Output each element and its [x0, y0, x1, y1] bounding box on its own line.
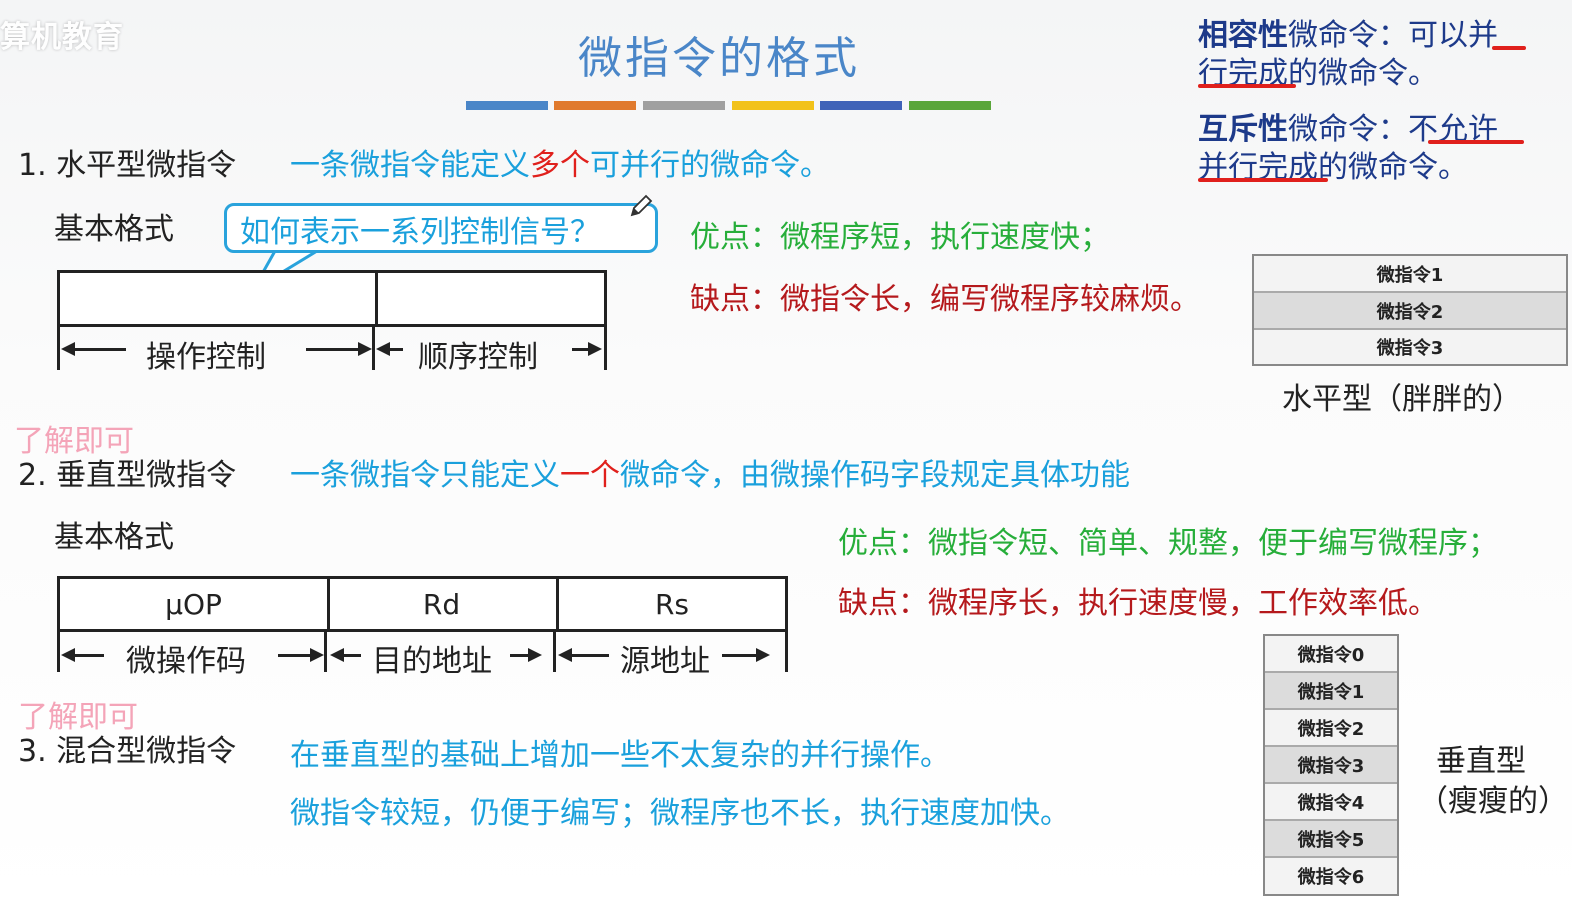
page-title: 微指令的格式: [578, 33, 860, 84]
mixed-heading: 3. 混合型微指令: [18, 734, 237, 769]
arrow-line: [306, 348, 364, 351]
arrow-line: [339, 654, 361, 657]
vertical-description: 一条微指令只能定义一个微命令，由微操作码字段规定具体功能: [290, 450, 1130, 494]
horizontal-heading: 1. 水平型微指令: [18, 148, 237, 183]
vertical-tick-right: [785, 632, 788, 672]
horizontal-format-box: [57, 270, 607, 327]
field-micro-opcode: 微操作码: [126, 644, 246, 679]
table-row: 微指令3: [1265, 747, 1397, 784]
field-destination-address: 目的地址: [372, 644, 492, 679]
horizontal-desc-emphasis: 多个: [530, 148, 590, 183]
title-bar-green: [909, 101, 991, 110]
vertical-desc-emphasis: 一个: [560, 458, 620, 493]
arrow-line: [385, 348, 403, 351]
compat-term: 相容性: [1198, 18, 1288, 53]
exclusive-underline-2: [1198, 178, 1328, 182]
vertical-microinstruction-table: 微指令0 微指令1 微指令2 微指令3 微指令4 微指令5 微指令6: [1263, 634, 1399, 896]
arrow-left-head: [61, 648, 75, 662]
vertical-format-box: μOP Rd Rs: [57, 576, 788, 632]
table-row: 微指令6: [1297, 867, 1365, 888]
vertical-desc-post: 微命令，由微操作码字段规定具体功能: [620, 458, 1130, 493]
compat-note-line1: 相容性微命令：可以并: [1198, 10, 1498, 54]
exclusive-note-line1: 互斥性微命令：不允许: [1198, 104, 1498, 148]
horizontal-pros: 优点：微程序短，执行速度快；: [690, 220, 1110, 255]
mixed-description-line2: 微指令较短，仍便于编写；微程序也不长，执行速度加快。: [290, 796, 1070, 831]
horizontal-microinstruction-table: 微指令1 微指令2 微指令3: [1252, 254, 1568, 366]
vertical-pros: 优点：微指令短、简单、规整，便于编写微程序；: [838, 526, 1498, 561]
cell-rs: Rs: [654, 587, 690, 621]
table-row: 微指令1: [1265, 673, 1397, 710]
pencil-icon: [630, 194, 653, 217]
mixed-description-line1: 在垂直型的基础上增加一些不太复杂的并行操作。: [290, 738, 950, 773]
arrow-line: [70, 654, 104, 657]
horizontal-description: 一条微指令能定义多个可并行的微命令。: [290, 140, 830, 184]
watermark: 算机教育: [0, 20, 124, 55]
field-source-address: 源地址: [620, 644, 710, 679]
vertical-table-caption: 垂直型: [1436, 744, 1526, 779]
arrow-right-head: [358, 342, 372, 356]
horizontal-cell-operation: [60, 273, 378, 324]
table-row: 微指令2: [1265, 710, 1397, 747]
vertical-desc-pre: 一条微指令只能定义: [290, 458, 560, 493]
exclusive-underline-1: [1428, 140, 1524, 144]
arrow-right-head: [310, 648, 324, 662]
title-bar-yellow: [732, 101, 814, 110]
table-row: 微指令4: [1265, 784, 1397, 821]
arrow-right-head: [756, 648, 770, 662]
vertical-tick-left: [57, 632, 60, 672]
cell-uop: μOP: [60, 579, 330, 629]
compat-text: 微命令：可以并: [1288, 18, 1498, 53]
exclusive-term: 互斥性: [1198, 112, 1288, 147]
horizontal-tick-mid: [372, 327, 375, 370]
horizontal-table-caption: 水平型（胖胖的）: [1282, 382, 1522, 417]
callout-bubble: [224, 203, 658, 253]
horizontal-cons: 缺点：微指令长，编写微程序较麻烦。: [690, 282, 1200, 317]
title-bar-indigo: [820, 101, 902, 110]
arrow-line: [722, 654, 760, 657]
compat-underline-1: [1492, 46, 1526, 50]
cell-rd: Rd: [327, 579, 559, 629]
arrow-right-head: [528, 648, 542, 662]
title-bar-blue: [466, 101, 548, 110]
field-operation-control: 操作控制: [146, 340, 266, 375]
table-row: 微指令1: [1254, 256, 1566, 293]
vertical-table-caption-sub: （瘦瘦的）: [1418, 784, 1568, 819]
arrow-left-head: [558, 648, 572, 662]
title-bar-orange: [554, 101, 636, 110]
horizontal-tick-right: [604, 327, 607, 370]
horizontal-tick-left: [57, 327, 60, 370]
arrow-left-head: [376, 342, 390, 356]
horizontal-basic-format-label: 基本格式: [54, 212, 174, 247]
arrow-line: [510, 654, 532, 657]
table-row: 微指令0: [1265, 636, 1397, 673]
vertical-cons: 缺点：微程序长，执行速度慢，工作效率低。: [838, 586, 1438, 621]
callout-text: 如何表示一系列控制信号？: [240, 215, 600, 250]
arrow-left-head: [330, 648, 344, 662]
horizontal-desc-post: 可并行的微命令。: [590, 148, 830, 183]
arrow-right-head: [588, 342, 602, 356]
arrow-line: [278, 654, 314, 657]
table-row: 微指令3: [1376, 338, 1444, 359]
understand-note-vertical: 了解即可: [14, 424, 134, 459]
vertical-basic-format-label: 基本格式: [54, 520, 174, 555]
horizontal-desc-pre: 一条微指令能定义: [290, 148, 530, 183]
arrow-line: [567, 654, 609, 657]
field-sequence-control: 顺序控制: [418, 340, 538, 375]
compat-underline-2: [1198, 84, 1296, 88]
arrow-line: [572, 348, 592, 351]
vertical-heading: 2. 垂直型微指令: [18, 458, 237, 493]
table-row: 微指令5: [1265, 821, 1397, 858]
arrow-left-head: [61, 342, 75, 356]
table-row: 微指令2: [1254, 293, 1566, 330]
arrow-line: [70, 348, 126, 351]
vertical-tick-mid2: [553, 632, 556, 672]
understand-note-mixed: 了解即可: [18, 700, 138, 735]
title-bar-gray: [643, 101, 725, 110]
vertical-tick-mid1: [324, 632, 327, 672]
